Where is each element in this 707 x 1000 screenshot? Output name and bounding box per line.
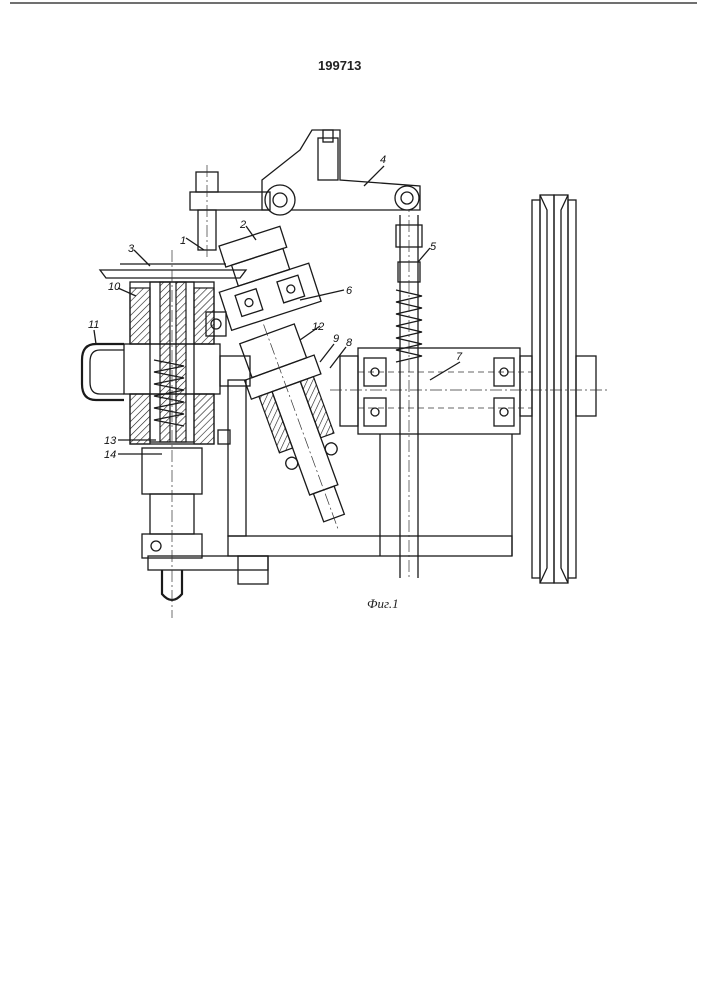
callout-5: 5: [430, 241, 437, 253]
callout-4: 4: [380, 154, 386, 166]
callout-1: 1: [180, 235, 186, 247]
vertical-spindle: [124, 250, 220, 618]
callout-2: 2: [239, 219, 246, 231]
callout-8: 8: [346, 337, 353, 349]
turntable: [100, 264, 246, 278]
callout-14: 14: [104, 449, 116, 461]
callout-7: 7: [456, 351, 463, 363]
rod-spring-assembly: [396, 200, 422, 580]
callout-6: 6: [346, 285, 353, 297]
callout-3: 3: [128, 243, 135, 255]
callout-12: 12: [312, 321, 324, 333]
figure-caption: Фиг.1: [367, 596, 399, 612]
pulley: [532, 195, 596, 583]
callout-9: 9: [333, 333, 339, 345]
callout-10: 10: [108, 281, 121, 293]
grinding-head: [206, 221, 321, 330]
callout-13: 13: [104, 435, 117, 447]
callout-11: 11: [88, 319, 99, 331]
lever: [190, 130, 420, 260]
